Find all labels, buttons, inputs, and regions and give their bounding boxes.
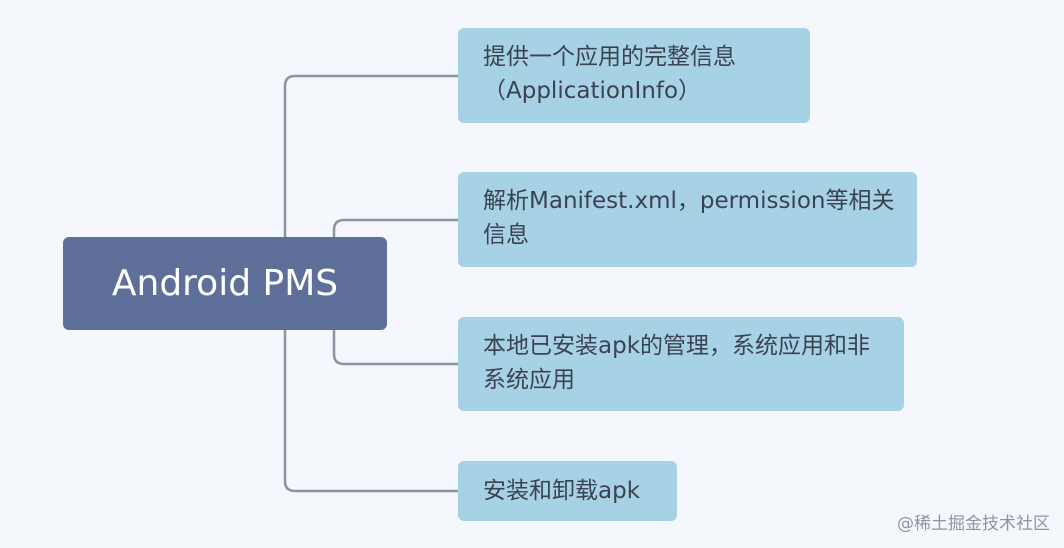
connector-node-1 <box>283 74 458 237</box>
connector-node-2 <box>332 218 458 237</box>
watermark: @稀土掘金技术社区 <box>897 514 1050 534</box>
root-node[interactable]: Android PMS <box>63 237 387 330</box>
child-label: 提供一个应用的完整信息（ApplicationInfo） <box>483 44 736 104</box>
connector-node-4 <box>283 330 458 493</box>
child-node-apk-management[interactable]: 本地已安装apk的管理，系统应用和非系统应用 <box>458 317 904 411</box>
child-node-application-info[interactable]: 提供一个应用的完整信息（ApplicationInfo） <box>458 28 810 123</box>
root-label: Android PMS <box>111 263 339 304</box>
child-label: 解析Manifest.xml，permission等相关信息 <box>483 188 895 248</box>
child-label: 本地已安装apk的管理，系统应用和非系统应用 <box>483 333 871 393</box>
child-label: 安装和卸载apk <box>483 478 641 504</box>
child-node-install-uninstall[interactable]: 安装和卸载apk <box>458 461 677 521</box>
child-node-manifest-parsing[interactable]: 解析Manifest.xml，permission等相关信息 <box>458 172 917 267</box>
connector-node-3 <box>332 330 458 366</box>
